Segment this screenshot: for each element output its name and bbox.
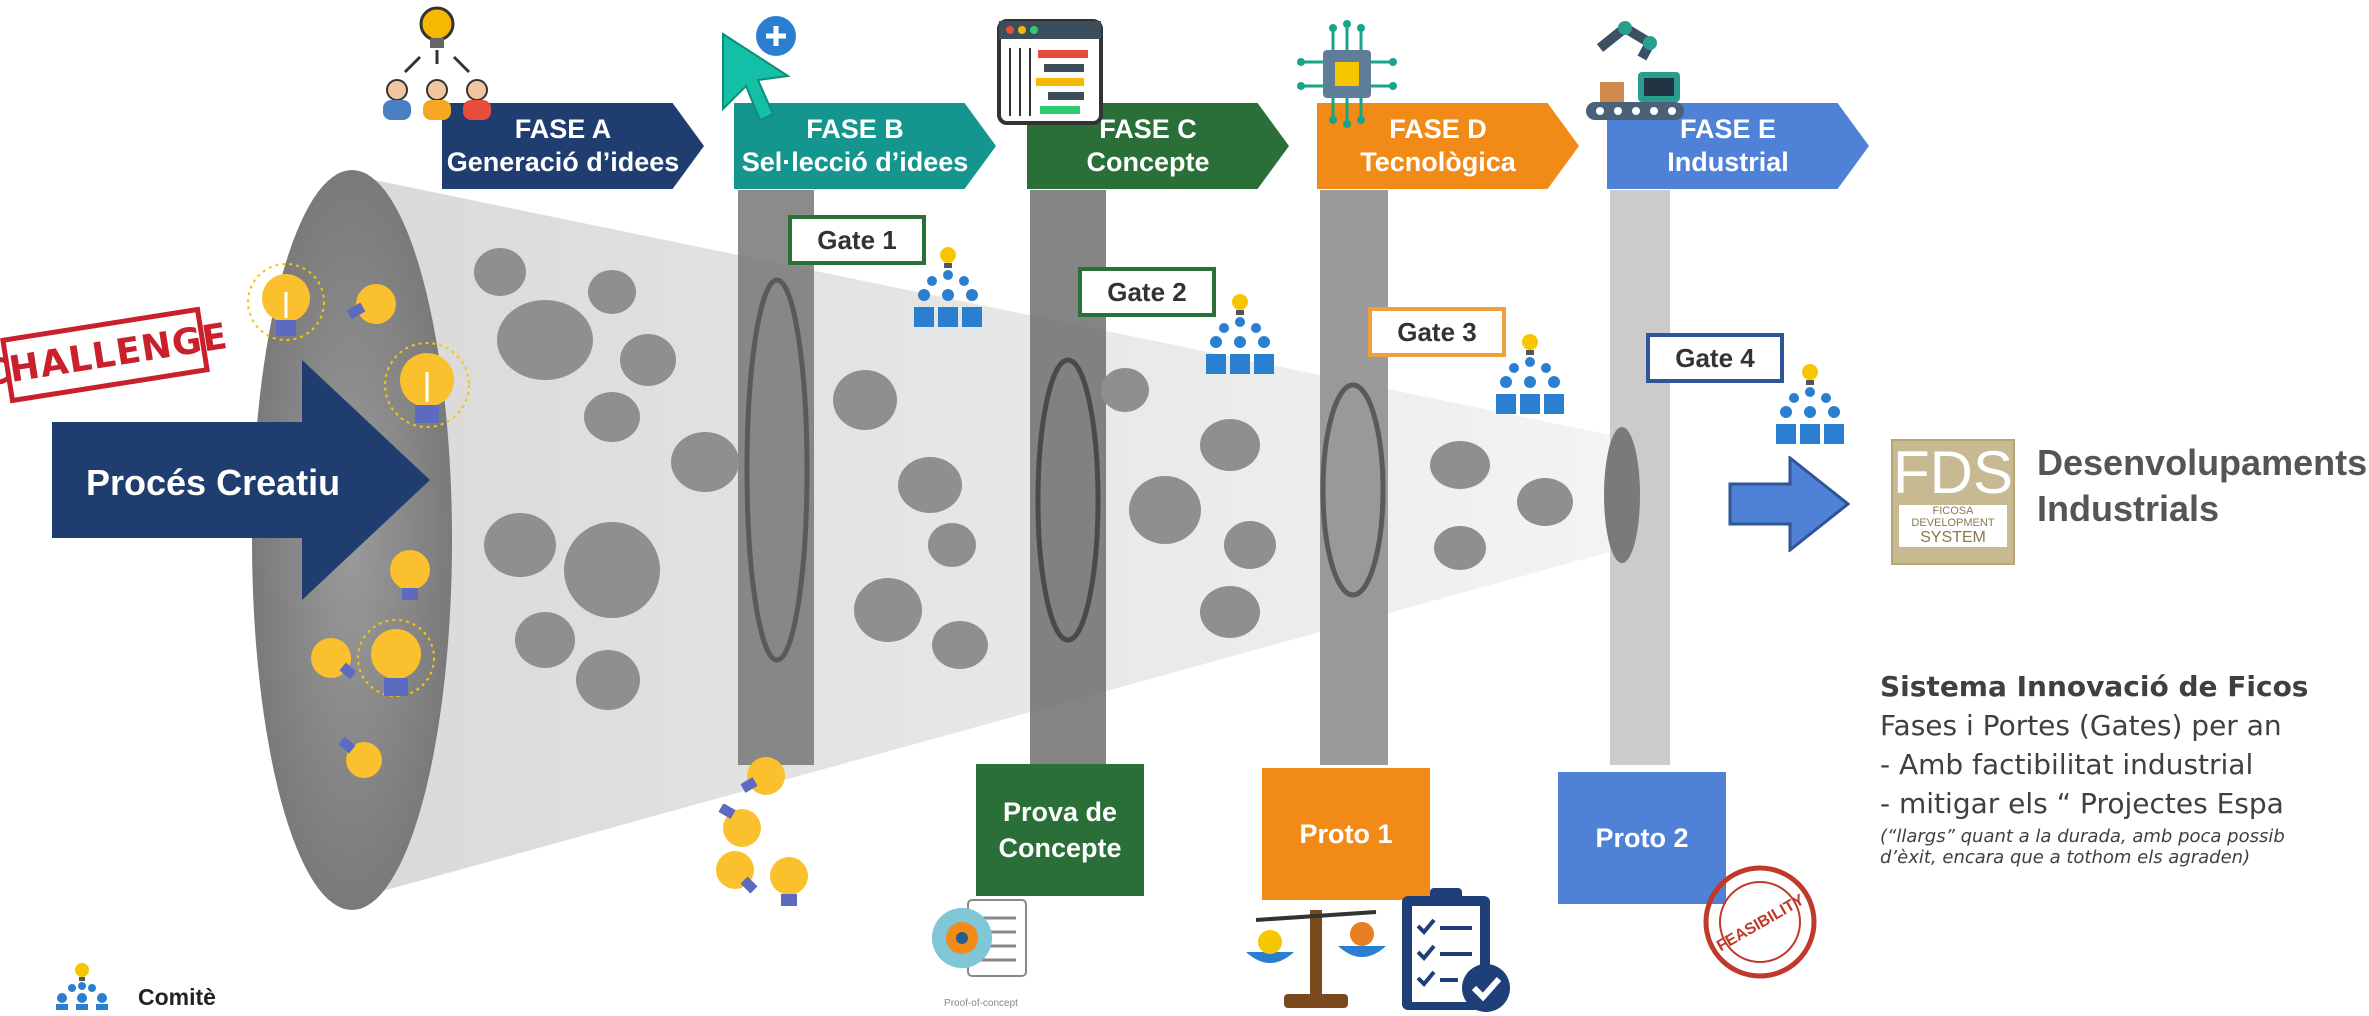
stamp-text: FEASIBILITY <box>1714 891 1807 955</box>
fds-sub2: DEVELOPMENT <box>1899 517 2007 529</box>
committee-icon <box>1776 364 1844 444</box>
fds-logo: FDS FICOSA DEVELOPMENT SYSTEM <box>1891 439 2015 565</box>
proof-of-concept-icon: Proof-of-concept <box>932 899 1027 1009</box>
innovation-line2: - Amb factibilitat industrial <box>1880 748 2254 781</box>
gate-4: Gate 4 <box>1646 333 1784 383</box>
creative-process-arrow <box>52 360 430 600</box>
fds-letters: FDS <box>1893 439 2013 506</box>
phase-b-title: FASE B <box>806 114 904 144</box>
checklist-icon <box>1402 888 1510 1012</box>
phase-a-title: FASE A <box>514 114 612 144</box>
industrial-title-line2: Industrials <box>2037 488 2220 529</box>
right-arrow-icon <box>1728 456 1850 552</box>
robot-arm-icon <box>1586 21 1684 120</box>
balance-scale-icon <box>1246 910 1386 1008</box>
lightbulb-icon <box>311 638 355 680</box>
lightbulb-icon <box>346 284 396 324</box>
prova-de-concepte-box: Prova de Concepte <box>976 764 1144 896</box>
lightbulb-icon <box>716 851 758 894</box>
phase-d-title: FASE D <box>1389 114 1487 144</box>
lightbulb-icon <box>770 857 808 906</box>
gate-4-label: Gate 4 <box>1675 342 1755 373</box>
innovation-line3: - mitigar els “ Projectes Espa <box>1880 787 2284 820</box>
gate-3-label: Gate 3 <box>1397 316 1477 347</box>
lightbulb-icon <box>390 550 430 600</box>
phase-d-subtitle: Tecnològica <box>1360 147 1516 177</box>
lightbulb-icon <box>338 736 382 778</box>
feasibility-stamp-icon: FEASIBILITY <box>1703 865 1817 979</box>
idea-team-icon <box>383 6 491 120</box>
innovation-note2: d’èxit, encara que a tothom els agraden) <box>1880 847 2251 868</box>
prova-line2: Concepte <box>998 833 1122 863</box>
industrial-developments-title: Desenvolupaments Industrials <box>2037 440 2367 532</box>
innovation-description: Sistema Innovació de Ficos Fases i Porte… <box>1880 670 2369 868</box>
gate-3: Gate 3 <box>1368 307 1506 357</box>
phase-a-subtitle: Generació d’idees <box>446 147 680 177</box>
committee-icon <box>1496 334 1564 414</box>
fds-sub1: FICOSA <box>1899 505 2007 517</box>
phase-e-subtitle: Industrial <box>1667 147 1789 177</box>
lightbulb-icon <box>357 619 435 697</box>
gate-1-label: Gate 1 <box>817 224 897 255</box>
phase-c-subtitle: Concepte <box>1086 147 1210 177</box>
proto-2-label: Proto 2 <box>1595 823 1689 853</box>
fds-sub3: SYSTEM <box>1899 529 2007 547</box>
committee-icon <box>1206 294 1274 374</box>
gate-2: Gate 2 <box>1078 267 1216 317</box>
industrial-title-line1: Desenvolupaments <box>2037 442 2368 483</box>
gate-2-label: Gate 2 <box>1107 276 1187 307</box>
proto-1-box: Proto 1 <box>1262 768 1430 900</box>
phase-b-subtitle: Sel·lecció d’idees <box>741 147 969 177</box>
proto-1-label: Proto 1 <box>1299 819 1393 849</box>
cursor-plus-icon <box>722 16 796 122</box>
committee-icon <box>914 247 982 327</box>
lightbulb-icon <box>740 757 785 795</box>
phase-c-title: FASE C <box>1099 114 1197 144</box>
phase-e-title: FASE E <box>1679 114 1777 144</box>
poc-caption: Proof-of-concept <box>944 998 1018 1009</box>
gate-1: Gate 1 <box>788 215 926 265</box>
lightbulb-icon <box>718 804 761 847</box>
innovation-note1: (“llargs” quant a la durada, amb poca po… <box>1880 826 2285 847</box>
committee-icon <box>56 963 108 1010</box>
lightbulb-icon <box>247 263 325 341</box>
lightbulb-icon <box>384 342 470 428</box>
proto-2-box: Proto 2 <box>1558 772 1726 904</box>
creative-process-label: Procés Creatiu <box>86 462 341 503</box>
innovation-line1: Fases i Portes (Gates) per an <box>1880 709 2282 742</box>
phase-b-arrow: FASE B Sel·lecció d’idees <box>734 103 996 189</box>
chip-icon <box>1297 20 1397 128</box>
gantt-window-icon <box>997 19 1103 125</box>
committee-legend-label: Comitè <box>138 984 216 1010</box>
innovation-title: Sistema Innovació de Ficos <box>1880 670 2309 703</box>
prova-line1: Prova de <box>1002 797 1118 827</box>
